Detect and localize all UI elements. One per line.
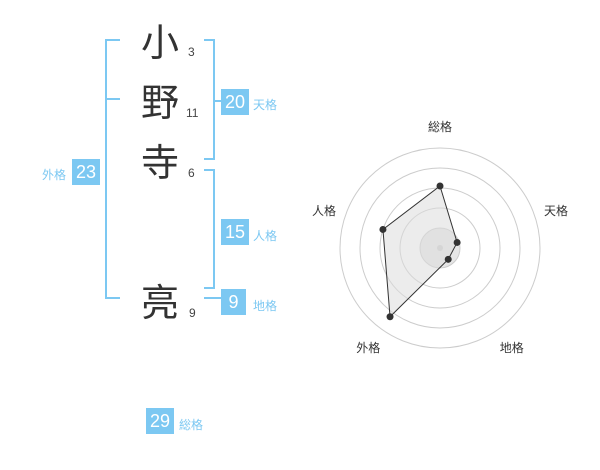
- radar-point: [453, 238, 461, 246]
- radar-point: [379, 225, 387, 233]
- name-char-3: 寺: [141, 141, 180, 185]
- soukaku-label: 総格: [179, 418, 204, 432]
- radar-point: [436, 182, 444, 190]
- jinkaku-value: 15: [221, 219, 249, 245]
- jinkaku-bracket: [204, 169, 215, 289]
- radar-polygon: [382, 185, 458, 318]
- gaikaku-label: 外格: [42, 168, 67, 182]
- stroke-count-2: 11: [186, 106, 199, 120]
- radar-point: [444, 255, 452, 263]
- soukaku-value: 29: [146, 408, 174, 434]
- radar-point: [386, 313, 394, 321]
- tenkaku-value: 20: [221, 89, 249, 115]
- radar-axis-label: 天格: [544, 204, 569, 219]
- chikaku-value: 9: [221, 289, 246, 315]
- chikaku-label: 地格: [253, 299, 278, 313]
- stroke-count-4: 9: [189, 306, 196, 320]
- name-char-2: 野: [141, 81, 180, 125]
- tenkaku-bracket: [204, 39, 215, 160]
- radar-axis-label: 外格: [356, 340, 381, 355]
- name-char-1: 小: [141, 21, 180, 65]
- gaikaku-value: 23: [72, 159, 100, 185]
- radar-axis-label: 人格: [311, 204, 336, 219]
- gaikaku-bracket: [105, 39, 120, 299]
- jinkaku-label: 人格: [253, 229, 278, 243]
- radar-axis-label: 地格: [499, 340, 524, 355]
- stroke-count-3: 6: [188, 166, 195, 180]
- name-char-4: 亮: [141, 281, 180, 325]
- tenkaku-label: 天格: [253, 98, 278, 112]
- radar-axis-label: 総格: [428, 120, 453, 134]
- stroke-count-1: 3: [188, 45, 195, 59]
